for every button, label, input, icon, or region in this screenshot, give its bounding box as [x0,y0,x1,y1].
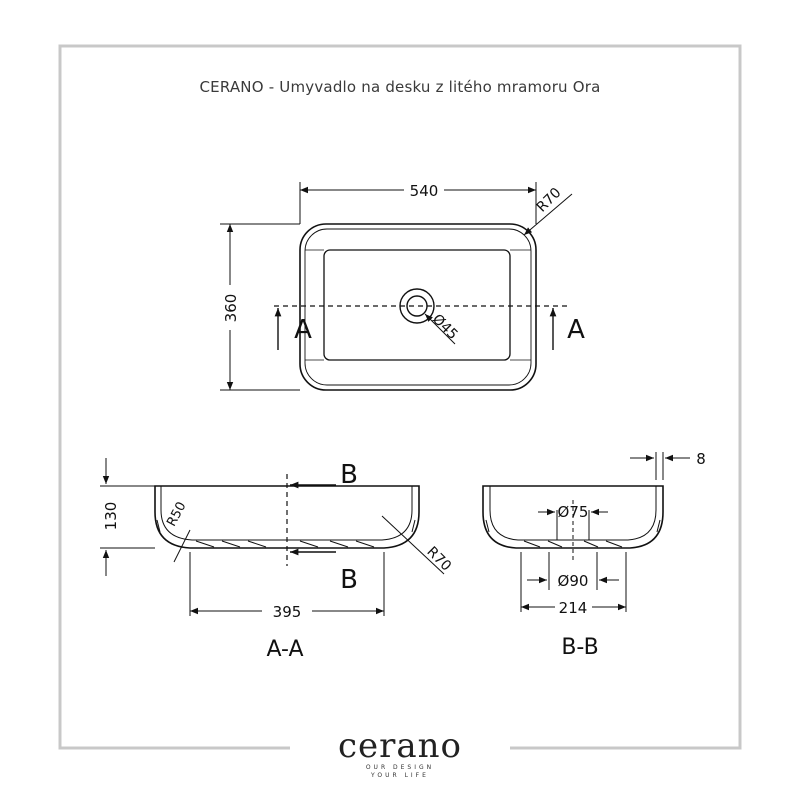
brand-logo: cerano OUR DESIGN YOUR LIFE [300,728,500,780]
section-a-label-right: A [567,315,585,345]
brand-tagline-2: YOUR LIFE [371,772,429,779]
section-bb-inner [489,486,657,541]
drain-bottom-diameter-label: Ø90 [558,572,589,590]
brand-name: cerano [337,726,463,766]
basin-bowl-floor [323,249,511,361]
outer-radius-label: R70 [423,544,454,575]
d45-leader [424,313,456,345]
page-frame [58,44,742,750]
basin-rim-inner [304,228,532,386]
drawing-title: CERANO - Umyvadlo na desku z litého mram… [199,78,601,96]
dim-540-label: 540 [410,182,439,200]
wall-thickness-label: 8 [696,450,706,468]
section-b-label-bottom: B [340,565,358,595]
drain-diameter-label: Ø45 [429,311,461,343]
brand-tagline-1: OUR DESIGN [365,764,435,771]
section-aa-outer [154,485,420,549]
section-bb [482,452,690,612]
section-a-label-left: A [294,315,312,345]
section-bb-hatch [485,519,661,548]
dim-214-label: 214 [559,599,588,617]
inner-radius-label: R50 [164,500,189,530]
section-bb-caption: B-B [561,635,598,660]
r70-section-leader [381,515,445,575]
basin-outer-outline [299,223,537,391]
r70-leader [523,193,573,236]
section-bb-outer [482,485,664,549]
corner-radius-label: R70 [534,185,565,216]
section-aa-hatch [156,519,416,548]
drain-top-diameter-label: Ø75 [558,503,589,521]
dim-395-label: 395 [273,603,302,621]
section-aa [100,458,445,616]
dim-130-label: 130 [102,502,120,531]
dim-360-label: 360 [222,294,240,323]
section-aa-caption: A-A [266,637,303,662]
r50-leader [173,529,191,563]
section-b-label-top: B [340,460,358,490]
top-view [220,182,573,391]
basin-wall-shading [305,249,531,361]
